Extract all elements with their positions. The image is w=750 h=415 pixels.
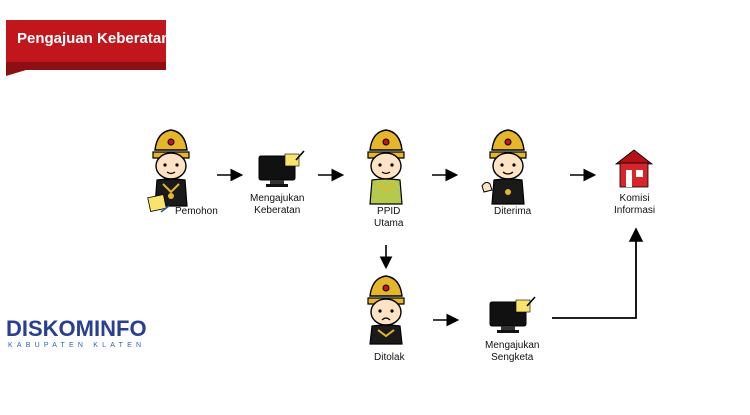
ditolak-character-icon xyxy=(367,275,405,345)
house-icon xyxy=(614,149,654,188)
label-diterima: Diterima xyxy=(494,206,532,217)
pemohon-character-icon xyxy=(147,129,190,213)
label-pemohon: Pemohon xyxy=(175,206,218,217)
computer-icon xyxy=(489,296,536,333)
page-title: Pengajuan Keberatan xyxy=(17,30,171,47)
logo-subtitle: KABUPATEN KLATEN xyxy=(8,342,146,349)
label-ditolak: Ditolak xyxy=(374,352,405,363)
label-mengajukan-keberatan: Mengajukan Keberatan xyxy=(250,193,305,216)
label-ppid-utama: PPID Utama xyxy=(374,206,404,229)
ppid-character-icon xyxy=(367,129,405,205)
arrow-sengketa-komisi xyxy=(552,227,644,319)
diterima-character-icon xyxy=(481,129,527,205)
computer-icon xyxy=(258,150,305,187)
diskominfo-logo: DISKOMINFO xyxy=(6,316,147,341)
label-mengajukan-sengketa: Mengajukan Sengketa xyxy=(485,340,540,363)
label-komisi-informasi: Komisi Informasi xyxy=(614,193,656,216)
title-banner xyxy=(6,20,166,76)
